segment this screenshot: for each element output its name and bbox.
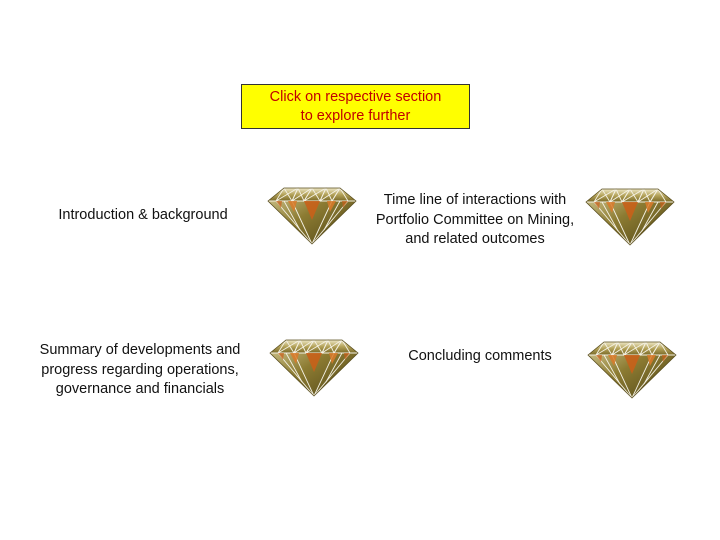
section-label-introduction: Introduction & background bbox=[58, 207, 228, 223]
section-label-concluding: Concluding comments bbox=[408, 348, 552, 364]
diamond-icon[interactable] bbox=[584, 340, 680, 400]
section-label-summary: Summary of developments and progress reg… bbox=[39, 342, 241, 397]
section-label-timeline: Time line of interactions with Portfolio… bbox=[375, 192, 575, 247]
diamond-icon[interactable] bbox=[264, 186, 360, 246]
diamond-icon[interactable] bbox=[266, 338, 362, 398]
instruction-banner: Click on respective section to explore f… bbox=[241, 84, 470, 129]
diamond-icon[interactable] bbox=[582, 187, 678, 247]
banner-line-2: to explore further bbox=[300, 107, 411, 124]
banner-line-1: Click on respective section bbox=[269, 88, 442, 105]
